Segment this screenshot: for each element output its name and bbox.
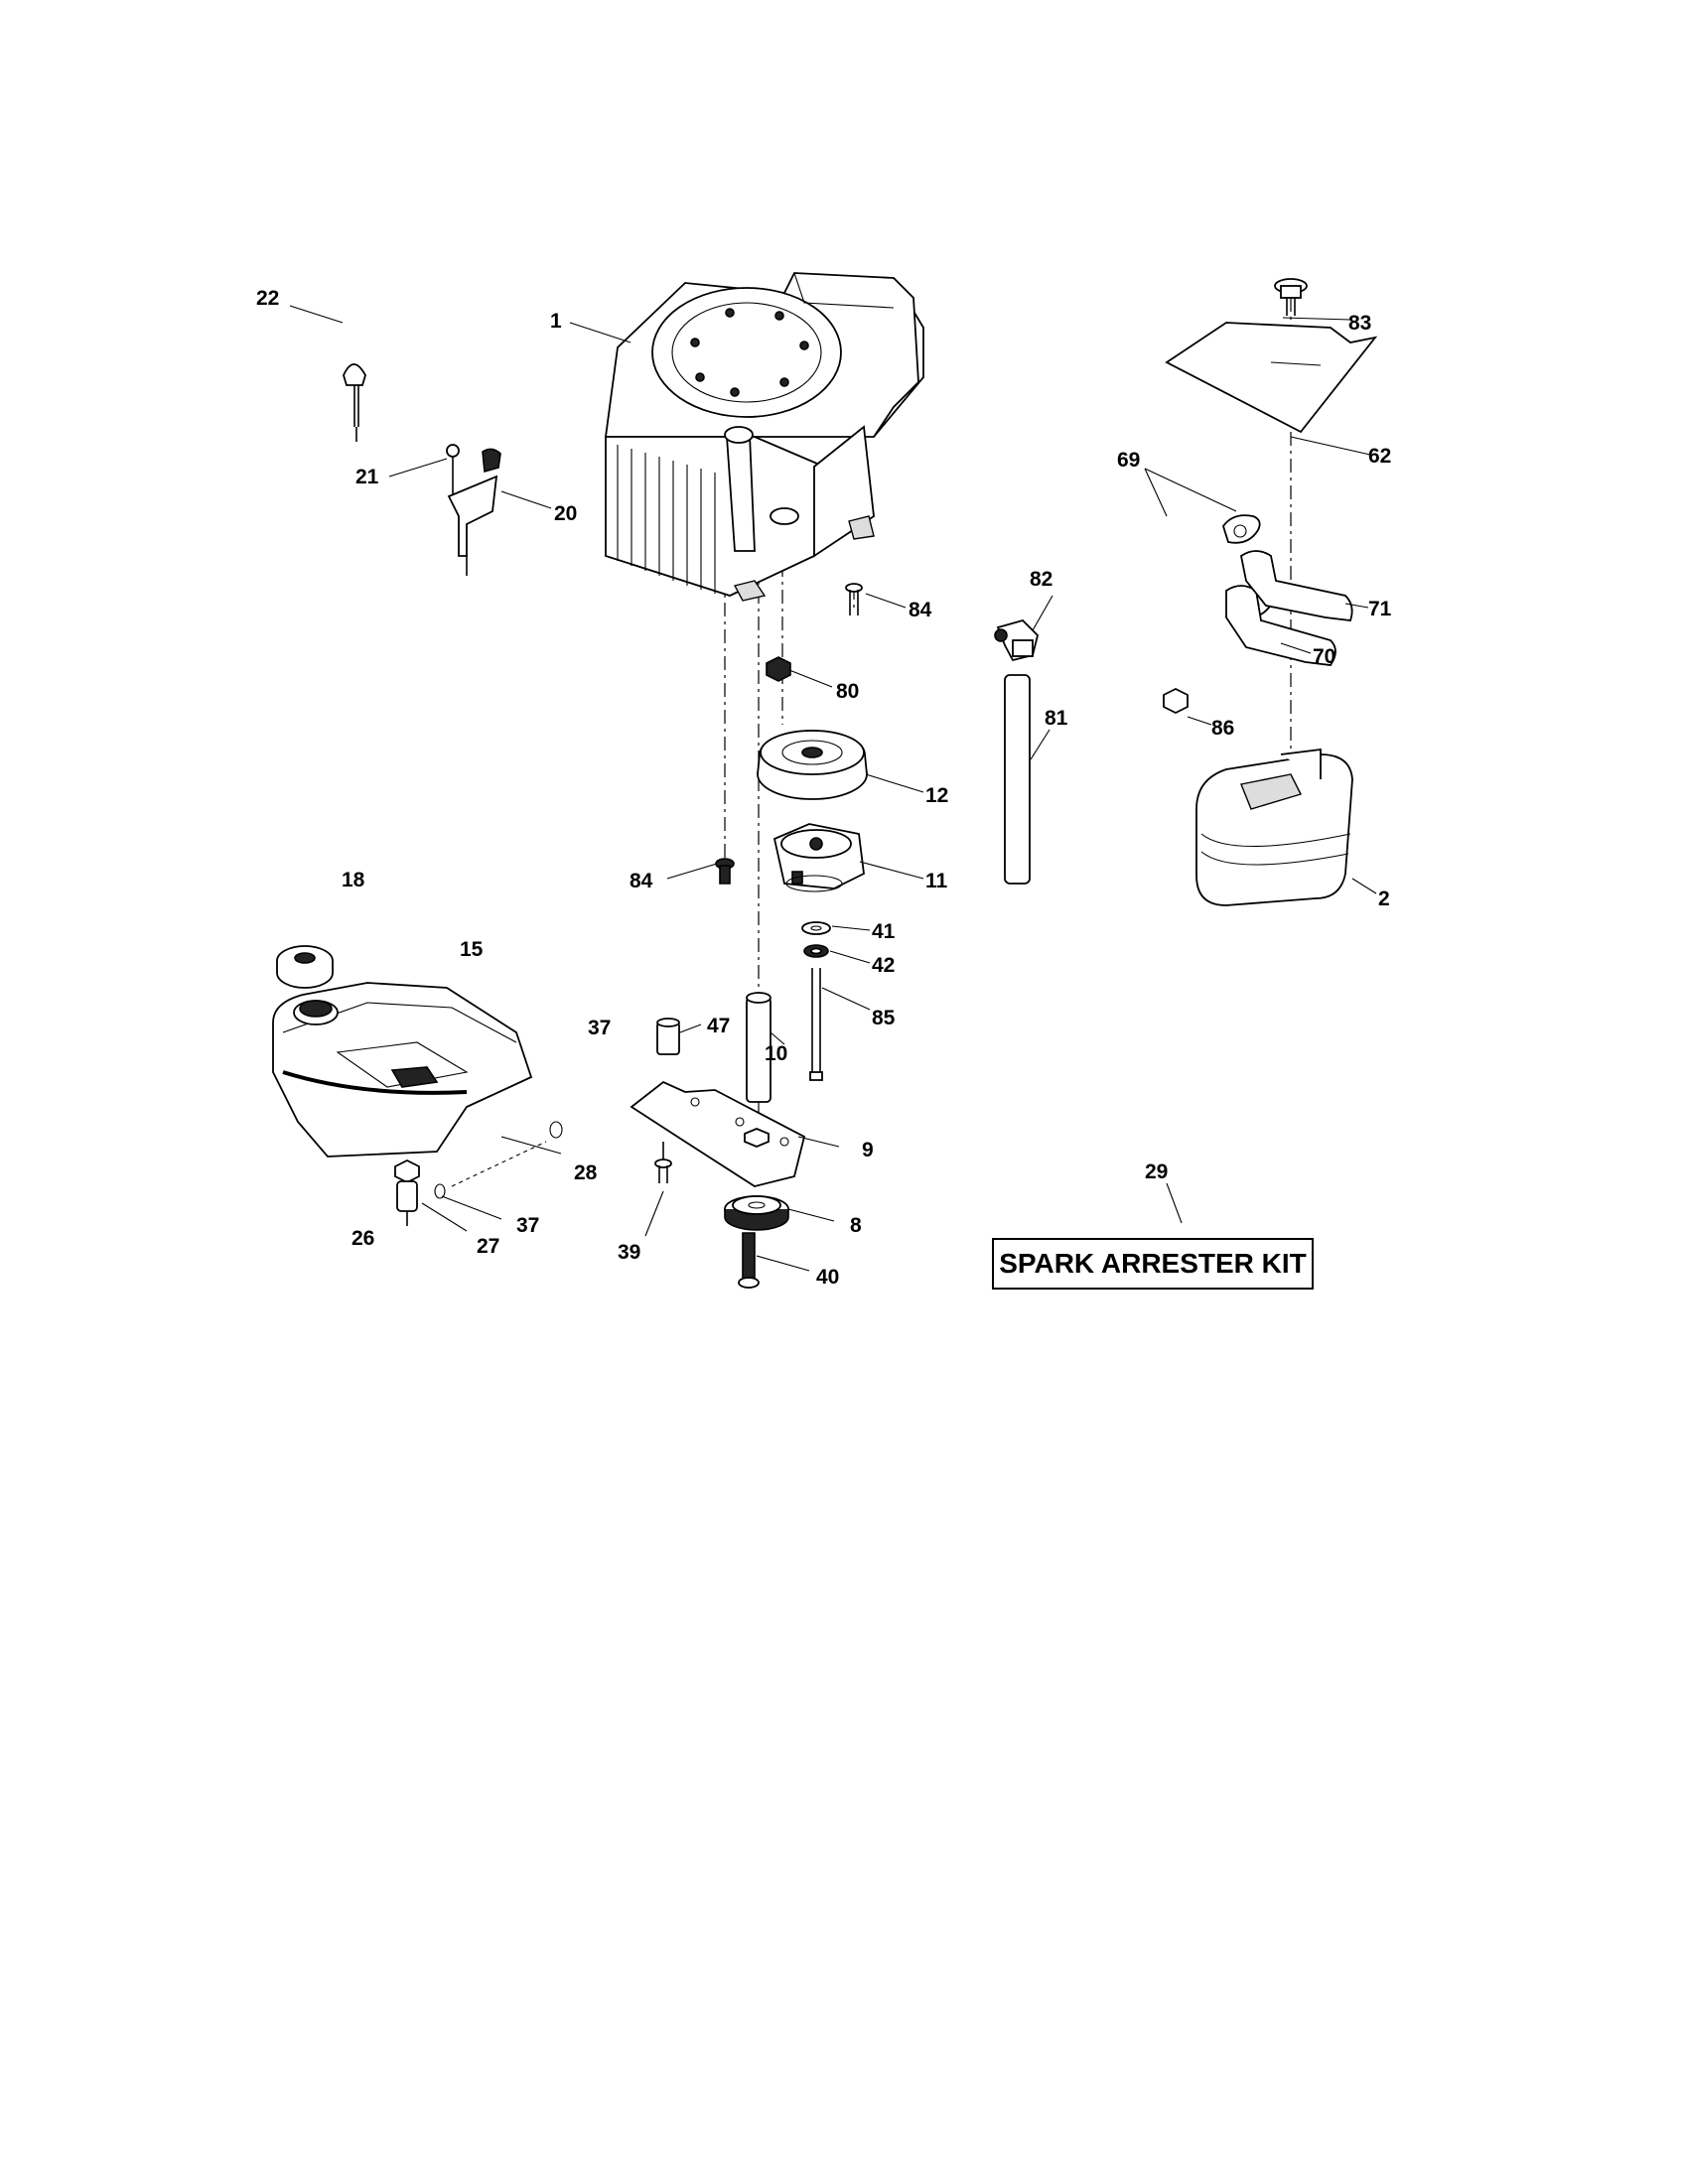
nut-part-80	[766, 656, 791, 682]
callout-70: 70	[1313, 645, 1335, 668]
dipstick-part-22	[343, 363, 366, 442]
fuel-cap-part-18	[276, 945, 334, 989]
callout-26: 26	[351, 1227, 374, 1250]
shaft-part-10	[746, 992, 772, 1103]
bolt-part-40	[738, 1232, 760, 1289]
callout-22: 22	[256, 287, 279, 310]
fuel-fitting-part-26	[394, 1159, 420, 1226]
callout-27: 27	[477, 1235, 499, 1258]
throttle-bracket-part-20	[447, 448, 501, 576]
callout-81: 81	[1045, 707, 1068, 730]
bolt-part-83	[1274, 278, 1308, 316]
bolt-part-84-lower	[715, 858, 735, 885]
callout-10: 10	[765, 1042, 787, 1065]
bracket-plate-part-9	[630, 1080, 806, 1187]
spacer-part-47	[656, 1018, 680, 1055]
callout-12: 12	[925, 784, 948, 807]
callout-62: 62	[1368, 445, 1391, 468]
callout-20: 20	[554, 502, 577, 525]
callout-9: 9	[862, 1139, 874, 1161]
tube-part-81	[1004, 674, 1031, 885]
bolt-part-85	[809, 968, 823, 1081]
exhaust-pipe-part-70	[1225, 585, 1336, 666]
callout-2: 2	[1378, 887, 1390, 910]
throttle-part-21	[446, 444, 460, 496]
callout-85: 85	[872, 1007, 896, 1029]
elbow-part-82	[994, 618, 1039, 662]
callout-37-upper: 37	[588, 1017, 611, 1039]
callout-11: 11	[925, 870, 948, 892]
exhaust-pipe-part-71	[1239, 550, 1353, 621]
fuel-line-part-28	[451, 1141, 547, 1187]
pulley-part-12	[757, 730, 868, 800]
hose-clamp-part-37	[434, 1121, 563, 1199]
callout-labels: 22 1 83 62 69 21 20 84 82 71 70 80 81 86…	[256, 287, 1392, 1289]
washer-part-41	[801, 921, 831, 935]
callout-71: 71	[1368, 598, 1392, 620]
callout-86: 86	[1211, 717, 1234, 740]
spark-arrester-kit-label: SPARK ARRESTER KIT	[999, 1248, 1307, 1279]
fuel-tank-part-15	[272, 982, 533, 1158]
callout-40: 40	[816, 1266, 839, 1289]
callout-69: 69	[1117, 449, 1140, 472]
bolt-part-39	[654, 1142, 672, 1183]
callout-37-lower: 37	[516, 1214, 539, 1237]
callout-29: 29	[1145, 1160, 1168, 1183]
muffler-part-2	[1195, 748, 1353, 906]
callout-28: 28	[574, 1161, 598, 1184]
leader-lines	[289, 305, 1377, 1272]
nut-part-86	[1163, 687, 1189, 715]
callout-84-upper: 84	[909, 599, 932, 621]
callout-83: 83	[1348, 312, 1371, 335]
callout-21: 21	[355, 466, 379, 488]
callout-1: 1	[550, 310, 562, 333]
washer-part-42	[803, 944, 829, 958]
callout-47: 47	[707, 1015, 730, 1037]
heat-shield-part-62	[1165, 322, 1378, 434]
clutch-part-11	[772, 823, 865, 892]
callout-82: 82	[1030, 568, 1052, 591]
callout-41: 41	[872, 920, 896, 943]
callout-80: 80	[836, 680, 859, 703]
engine-part-1	[604, 272, 924, 602]
callout-15: 15	[460, 938, 484, 961]
spark-arrester-kit-box: SPARK ARRESTER KIT	[992, 1238, 1314, 1290]
callout-18: 18	[342, 869, 365, 891]
callout-42: 42	[872, 954, 895, 977]
callout-39: 39	[618, 1241, 640, 1264]
callout-8: 8	[850, 1214, 862, 1237]
idler-pulley-part-8	[724, 1195, 789, 1231]
bolt-part-84-upper	[845, 583, 863, 615]
callout-84-lower: 84	[630, 870, 653, 892]
